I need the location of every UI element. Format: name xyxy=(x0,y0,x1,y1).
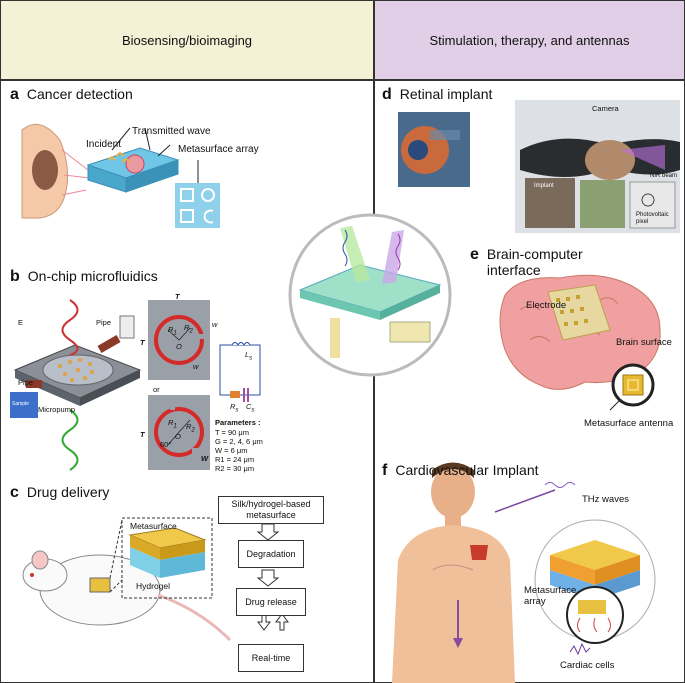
label-R2-bot: R2 xyxy=(186,422,195,434)
param-T: T = 90 μm xyxy=(215,428,249,437)
label-metasurface-c: Metasurface xyxy=(130,521,177,531)
label-implant: Implant xyxy=(534,183,554,189)
label-R1-bot: R1 xyxy=(168,418,177,430)
flow-step-real-time: Real-time xyxy=(238,644,304,672)
label-transmitted-wave: Transmitted wave xyxy=(132,126,211,137)
label-camera: Camera xyxy=(592,104,619,113)
param-G: G = 2, 4, 6 μm xyxy=(215,437,263,446)
label-T-side2: T xyxy=(140,430,145,439)
label-hydrogel: Hydrogel xyxy=(136,581,171,591)
header-left-text: Biosensing/bioimaging xyxy=(121,32,253,48)
label-or: or xyxy=(153,385,160,394)
metasurface-hydrogel-inset xyxy=(121,517,213,599)
metasurface-block-a xyxy=(86,127,180,193)
label-micropump: Micropump xyxy=(38,405,76,414)
ring-resonator-top xyxy=(148,300,210,380)
mouse-illustration xyxy=(22,519,232,642)
metasurface-layer-circle xyxy=(534,482,656,656)
label-R2-top: R2 xyxy=(184,323,193,335)
label-metasurface-array-a: Metasurface array xyxy=(178,144,259,155)
header-stimulation: Stimulation, therapy, and antennas xyxy=(374,0,685,80)
eye-implant-photo xyxy=(398,112,470,187)
label-R1-top: R1 xyxy=(168,325,177,337)
label-cardiac-cells: Cardiac cells xyxy=(560,660,615,671)
flow-step-silk: Silk/hydrogel-based metasurface xyxy=(218,496,324,524)
label-sample: Sample xyxy=(12,401,29,407)
label-pipe-left: Pipe xyxy=(18,378,34,387)
header-biosensing: Biosensing/bioimaging xyxy=(0,0,374,80)
param-R2: R2 = 30 μm xyxy=(215,464,255,473)
glasses-camera-photo xyxy=(515,100,680,233)
flow-step-drug-release: Drug release xyxy=(236,588,306,616)
label-T-side: T xyxy=(140,338,145,347)
equivalent-circuit xyxy=(219,342,261,402)
label-O-top: O xyxy=(176,342,182,351)
brain-illustration xyxy=(499,274,661,411)
breast-illustration xyxy=(21,123,91,219)
label-electrode: Electrode xyxy=(526,300,567,311)
label-W-bot: W xyxy=(201,454,209,463)
header-right-text: Stimulation, therapy, and antennas xyxy=(429,32,630,48)
central-metasurface-illustration xyxy=(288,213,452,377)
label-incident: Incident xyxy=(86,139,122,150)
label-e-field: E xyxy=(18,318,24,327)
unit-cell-a xyxy=(175,160,220,228)
param-R1: R1 = 24 μm xyxy=(215,455,255,464)
flow-step-degradation: Degradation xyxy=(238,540,304,568)
param-W: W = 6 μm xyxy=(215,446,248,455)
ring-resonator-bottom xyxy=(148,395,210,470)
label-T-top: T xyxy=(175,292,180,301)
microfluidic-chip xyxy=(10,299,142,471)
human-body-illustration xyxy=(392,462,556,683)
label-photovoltaic-pixel: Photovoltaic pixel xyxy=(636,212,669,225)
label-Cs: Cs xyxy=(246,402,255,414)
label-pipe-top: Pipe xyxy=(96,318,112,327)
params-title: Parameters : xyxy=(215,418,261,427)
label-angle: 60° xyxy=(160,440,172,449)
label-w-right: w xyxy=(212,320,218,329)
label-w-top: w xyxy=(193,362,199,371)
label-metasurface-array-f: Metasurface array xyxy=(524,585,577,607)
label-brain-surface: Brain surface xyxy=(616,337,672,348)
label-metasurface-antenna: Metasurface antenna xyxy=(584,418,674,429)
label-thz-waves: THz waves xyxy=(582,494,629,505)
label-O-bot: O xyxy=(175,432,181,441)
label-Ls: Ls xyxy=(245,350,253,362)
label-Rs: Rs xyxy=(230,402,239,414)
label-nir-beam: NIR beam xyxy=(650,173,678,179)
